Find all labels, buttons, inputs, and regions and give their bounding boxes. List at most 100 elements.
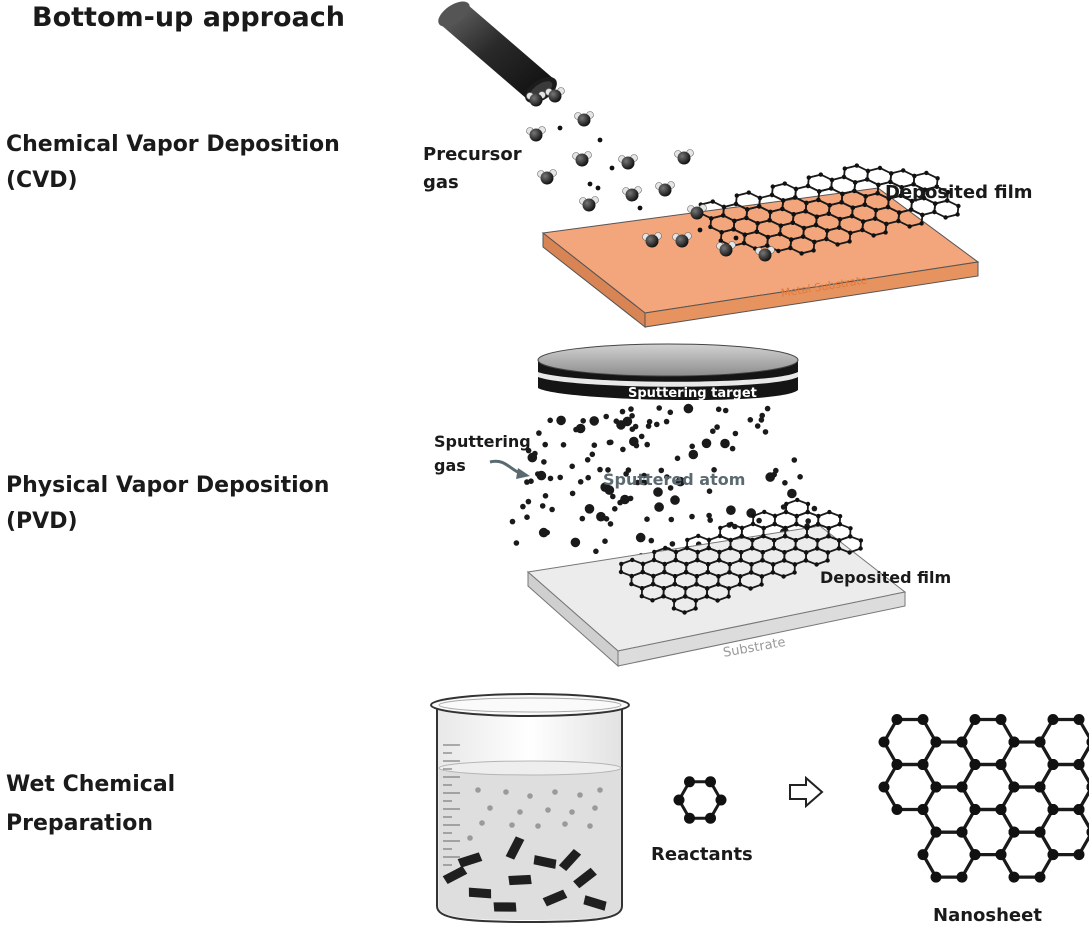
lattice-atom [719, 230, 724, 235]
lattice-atom [827, 509, 832, 515]
lattice-atom [790, 220, 795, 225]
lattice-atom [705, 570, 710, 575]
sputtering-target [537, 343, 799, 401]
lattice-atom [671, 606, 677, 611]
lattice-atom [639, 594, 644, 599]
sputtered-atom [645, 423, 652, 429]
lattice-atom [771, 546, 776, 551]
lattice-atom [922, 187, 927, 192]
pvd-deposited-film-label: Deposited film [820, 568, 952, 587]
sputtered-atom [527, 452, 538, 463]
lattice-atom [804, 526, 810, 531]
lattice-atom [769, 192, 775, 198]
lattice-atom [738, 574, 743, 579]
lattice-atom [909, 207, 914, 212]
flake [457, 852, 483, 868]
sputtered-atom [667, 485, 674, 491]
lattice-atom [806, 175, 811, 180]
sputtered-atom [653, 487, 663, 497]
lattice-atom [1034, 781, 1046, 793]
sputtered-atom [664, 474, 670, 480]
lattice-atom [683, 570, 689, 575]
sputtered-atom [589, 416, 599, 426]
lattice-atom [815, 546, 820, 551]
lattice-atom [754, 229, 759, 234]
lattice-atom [789, 237, 794, 242]
lattice-atom [945, 189, 951, 195]
lattice-atom [739, 533, 744, 539]
lattice-atom [801, 234, 806, 239]
lattice-atom [858, 546, 863, 551]
sputtered-atom [654, 421, 660, 428]
suspended-particle [535, 823, 541, 829]
flake [558, 848, 582, 872]
sputtered-atom [714, 424, 720, 430]
lattice-atom [731, 227, 736, 232]
lattice-atom [862, 202, 867, 207]
lattice-atom [629, 581, 634, 587]
lattice-atom [837, 522, 842, 527]
lattice-atom [921, 195, 927, 201]
lattice-atom [1047, 804, 1059, 815]
lattice-atom [995, 759, 1007, 770]
sputtered-atom [732, 430, 739, 437]
sputtered-atom [644, 516, 650, 522]
sputtered-atom [711, 467, 717, 473]
sputtered-atom [668, 516, 675, 523]
lattice-atom [956, 826, 968, 838]
lattice-atom [757, 195, 763, 201]
sputtered-atom [597, 466, 603, 473]
pvd-deposited-film [618, 497, 864, 615]
lattice-atom [759, 582, 764, 587]
lattice-atom [969, 714, 981, 725]
lattice-atom [848, 534, 853, 539]
precursor-label-line2: gas [423, 172, 459, 193]
lattice-atom [741, 240, 747, 246]
sputtered-atom [528, 478, 534, 485]
lattice-atom [771, 538, 777, 543]
lattice-atom [718, 525, 723, 531]
sputtered-atom [580, 418, 586, 424]
lattice-atom [783, 509, 789, 515]
lattice-atom [738, 558, 743, 563]
sputtered-atom [603, 413, 609, 420]
beaker-flakes [442, 836, 607, 912]
lattice-atom [837, 538, 842, 543]
cvd-deposited-film [697, 163, 961, 256]
sputtered-atom [584, 504, 595, 514]
lattice-atom [814, 562, 819, 567]
lattice-atom [737, 582, 743, 587]
lattice-atom [672, 582, 677, 587]
lattice-atom [619, 561, 624, 567]
lattice-atom [727, 562, 732, 567]
lattice-atom [784, 501, 789, 507]
suspended-particle [467, 835, 473, 841]
precursor-particle [733, 235, 739, 241]
sputtered-atom [782, 480, 788, 486]
lattice-atom [776, 248, 781, 254]
precursor-molecule [574, 111, 594, 127]
sputtered-atom [513, 540, 520, 546]
lattice-atom [898, 193, 903, 198]
lattice-atom [727, 570, 732, 575]
precursor-molecule [674, 149, 694, 165]
sputtered-atom [747, 417, 754, 423]
sputtered-atom [688, 449, 699, 460]
lattice-atom [739, 525, 745, 531]
lattice-atom [816, 513, 821, 519]
lattice-atom [897, 210, 902, 215]
flake [583, 895, 607, 911]
sputtered-atom [683, 403, 694, 414]
sputtered-atom [573, 426, 579, 433]
sputtered-atom [805, 518, 811, 524]
sputtered-atom [797, 474, 803, 480]
lattice-atom [749, 546, 755, 551]
sputtered-atom [656, 405, 662, 411]
lattice-atom [813, 222, 819, 228]
lattice-atom [956, 781, 968, 793]
lattice-atom [721, 204, 727, 210]
lattice-atom [825, 550, 831, 555]
sputtered-atom [542, 493, 549, 499]
process-arrow [789, 775, 824, 809]
